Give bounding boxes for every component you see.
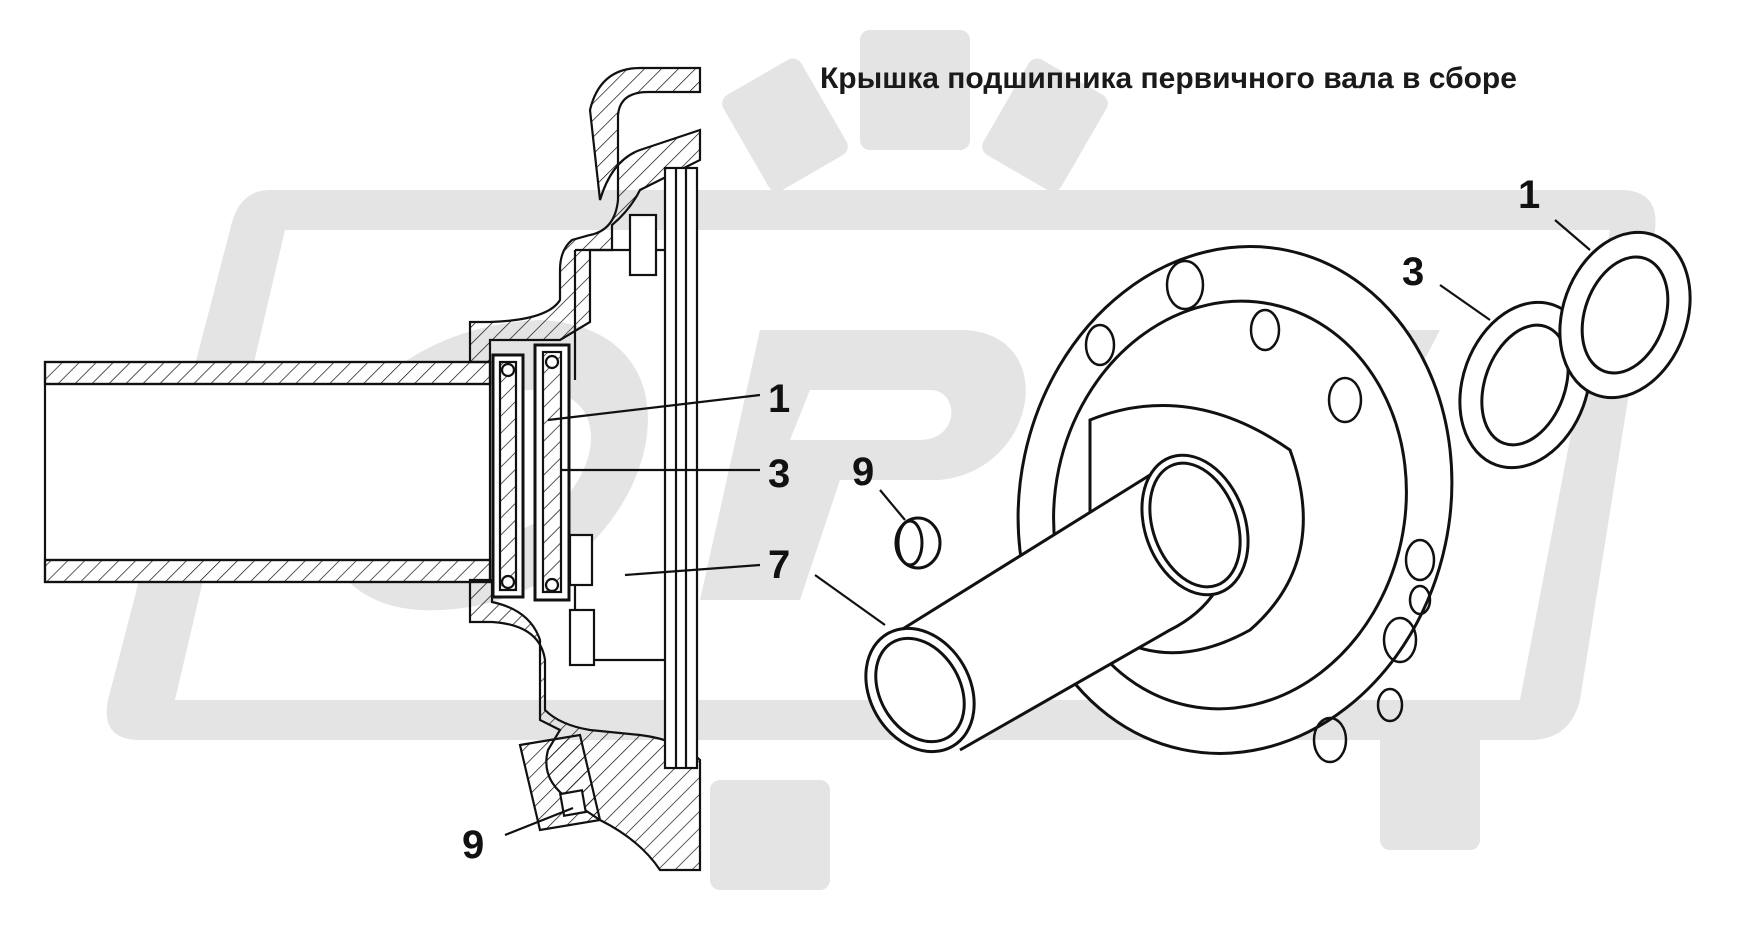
callout-section-7: 7 (768, 543, 790, 587)
callout-exploded-3: 3 (1402, 250, 1424, 294)
callout-layer: 1 3 7 9 1 3 9 (462, 173, 1540, 867)
bolt-lower (568, 608, 596, 667)
bolt-upper (628, 213, 658, 277)
flange-bolt-holes (1084, 259, 1436, 764)
seal-3 (1458, 300, 1592, 470)
callout-section-3: 3 (768, 452, 790, 496)
flange-plate (663, 166, 699, 770)
callout-exploded-1: 1 (1518, 173, 1540, 217)
seal-1 (1558, 230, 1692, 400)
callout-section-9: 9 (462, 823, 484, 867)
shaft-tube (43, 360, 492, 584)
callout-section-1: 1 (768, 377, 790, 421)
diagram-title: Крышка подшипника первичного вала в сбор… (820, 62, 1517, 95)
plug-9 (894, 516, 942, 570)
callout-exploded-9: 9 (852, 450, 874, 494)
housing-lower (468, 578, 702, 872)
housing-upper (468, 66, 702, 364)
section-view (43, 66, 761, 872)
exploded-view (814, 219, 1692, 764)
